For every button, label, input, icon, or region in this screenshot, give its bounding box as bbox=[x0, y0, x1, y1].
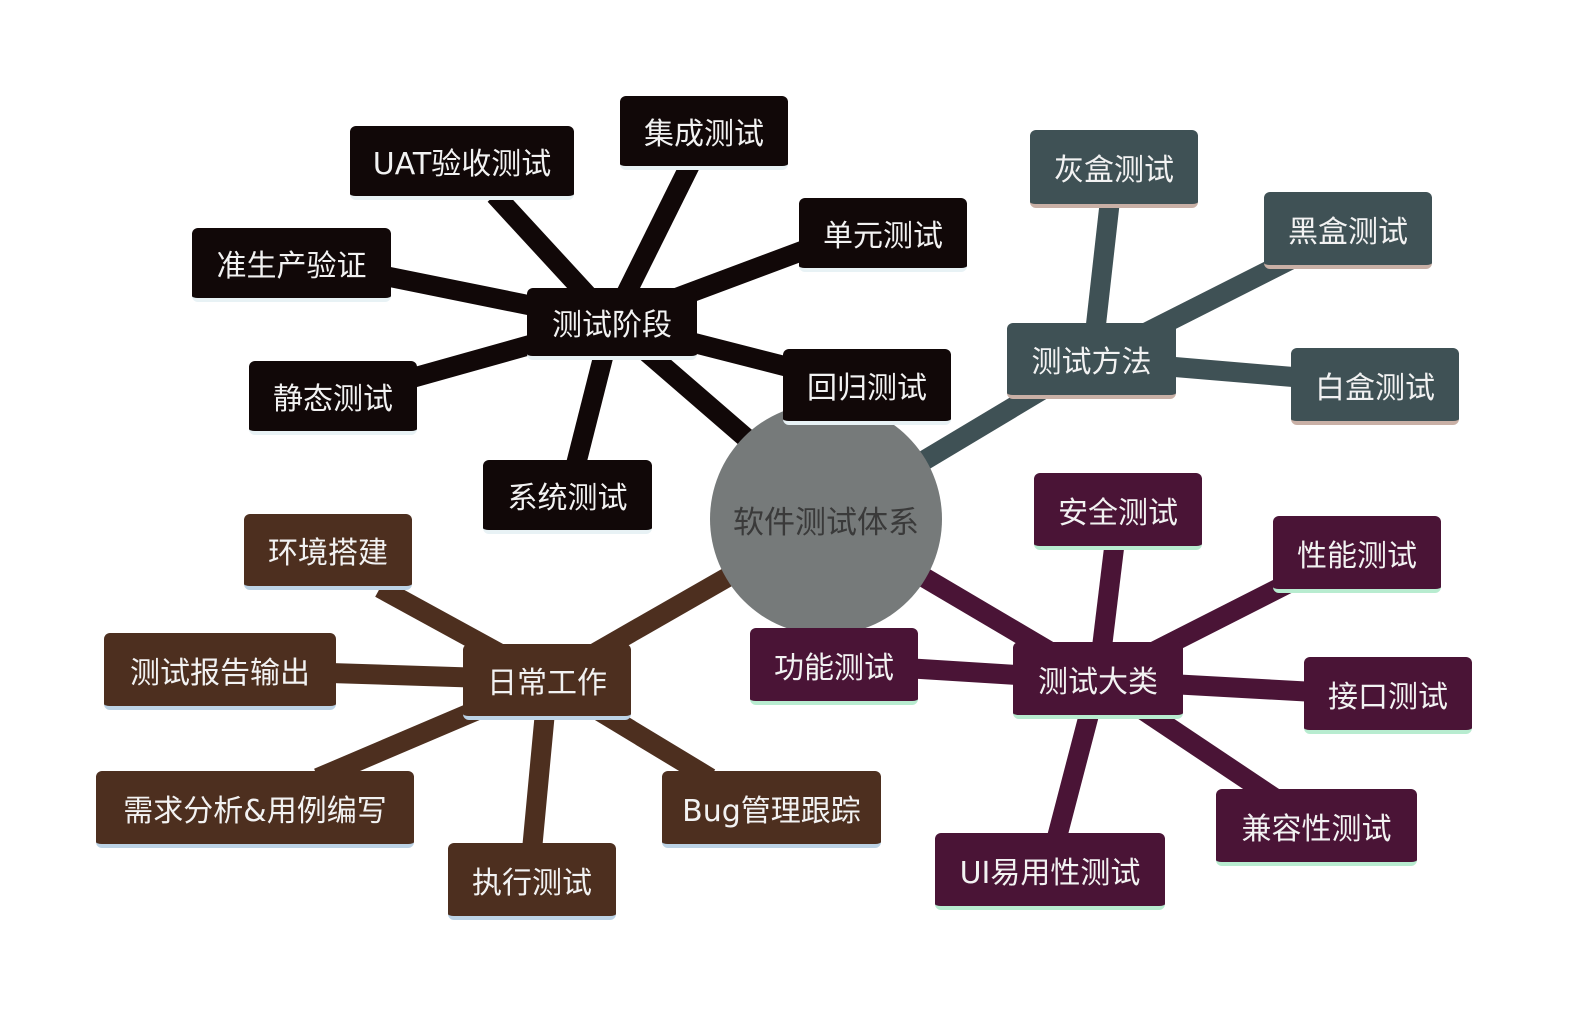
category-item-performance[interactable]: 性能测试 bbox=[1273, 516, 1441, 593]
daily-item-bug-label: Bug管理跟踪 bbox=[682, 793, 861, 829]
branch-category-label: 测试大类 bbox=[1038, 664, 1158, 700]
method-item-white[interactable]: 白盒测试 bbox=[1291, 348, 1459, 425]
center-topic[interactable]: 软件测试体系 bbox=[710, 403, 942, 635]
daily-item-env-label: 环境搭建 bbox=[268, 536, 388, 571]
daily-item-report-label: 测试报告输出 bbox=[130, 655, 310, 691]
stage-item-integration[interactable]: 集成测试 bbox=[620, 96, 788, 170]
method-item-gray[interactable]: 灰盒测试 bbox=[1030, 130, 1198, 208]
branch-method[interactable]: 测试方法 bbox=[1007, 323, 1176, 399]
category-item-api-label: 接口测试 bbox=[1328, 679, 1448, 715]
daily-item-requirements[interactable]: 需求分析&用例编写 bbox=[96, 771, 414, 848]
branch-stage-label: 测试阶段 bbox=[552, 308, 672, 343]
stage-item-static[interactable]: 静态测试 bbox=[249, 361, 417, 435]
daily-item-bug[interactable]: Bug管理跟踪 bbox=[662, 771, 881, 848]
stage-item-preprod-label: 准生产验证 bbox=[216, 249, 367, 284]
method-item-gray-label: 灰盒测试 bbox=[1054, 153, 1174, 188]
stage-item-static-label: 静态测试 bbox=[273, 382, 393, 417]
branch-stage[interactable]: 测试阶段 bbox=[527, 288, 697, 360]
stage-item-unit[interactable]: 单元测试 bbox=[799, 198, 967, 272]
stage-item-uat-label: UAT验收测试 bbox=[372, 147, 552, 182]
method-item-black[interactable]: 黑盒测试 bbox=[1264, 192, 1432, 269]
branch-category[interactable]: 测试大类 bbox=[1013, 642, 1183, 719]
center-topic-label: 软件测试体系 bbox=[733, 504, 919, 541]
category-item-compatibility[interactable]: 兼容性测试 bbox=[1216, 789, 1417, 866]
branch-daily-label: 日常工作 bbox=[487, 666, 607, 701]
branch-method-label: 测试方法 bbox=[1031, 345, 1152, 380]
category-item-compatibility-label: 兼容性测试 bbox=[1241, 811, 1392, 847]
category-item-ui-usability[interactable]: UI易用性测试 bbox=[935, 833, 1165, 910]
stage-item-system-label: 系统测试 bbox=[507, 481, 628, 516]
daily-item-env[interactable]: 环境搭建 bbox=[244, 514, 412, 590]
category-item-security[interactable]: 安全测试 bbox=[1034, 473, 1202, 550]
category-item-ui-usability-label: UI易用性测试 bbox=[959, 855, 1141, 891]
stage-item-regression[interactable]: 回归测试 bbox=[783, 349, 951, 425]
method-item-black-label: 黑盒测试 bbox=[1288, 214, 1408, 250]
stage-item-integration-label: 集成测试 bbox=[644, 117, 764, 152]
daily-item-execution-label: 执行测试 bbox=[472, 865, 592, 901]
category-item-functional[interactable]: 功能测试 bbox=[750, 628, 918, 705]
stage-item-unit-label: 单元测试 bbox=[823, 219, 943, 254]
stage-item-regression-label: 回归测试 bbox=[807, 371, 927, 406]
category-item-api[interactable]: 接口测试 bbox=[1304, 657, 1472, 734]
stage-item-system[interactable]: 系统测试 bbox=[483, 460, 652, 534]
category-item-performance-label: 性能测试 bbox=[1297, 538, 1417, 574]
stage-item-preprod[interactable]: 准生产验证 bbox=[192, 228, 391, 302]
daily-item-report[interactable]: 测试报告输出 bbox=[104, 633, 336, 710]
category-item-functional-label: 功能测试 bbox=[774, 650, 894, 686]
category-item-security-label: 安全测试 bbox=[1058, 495, 1178, 531]
branch-daily[interactable]: 日常工作 bbox=[463, 644, 631, 720]
daily-item-requirements-label: 需求分析&用例编写 bbox=[123, 793, 387, 829]
stage-item-uat[interactable]: UAT验收测试 bbox=[350, 126, 574, 200]
method-item-white-label: 白盒测试 bbox=[1315, 370, 1435, 406]
daily-item-execution[interactable]: 执行测试 bbox=[448, 843, 616, 920]
